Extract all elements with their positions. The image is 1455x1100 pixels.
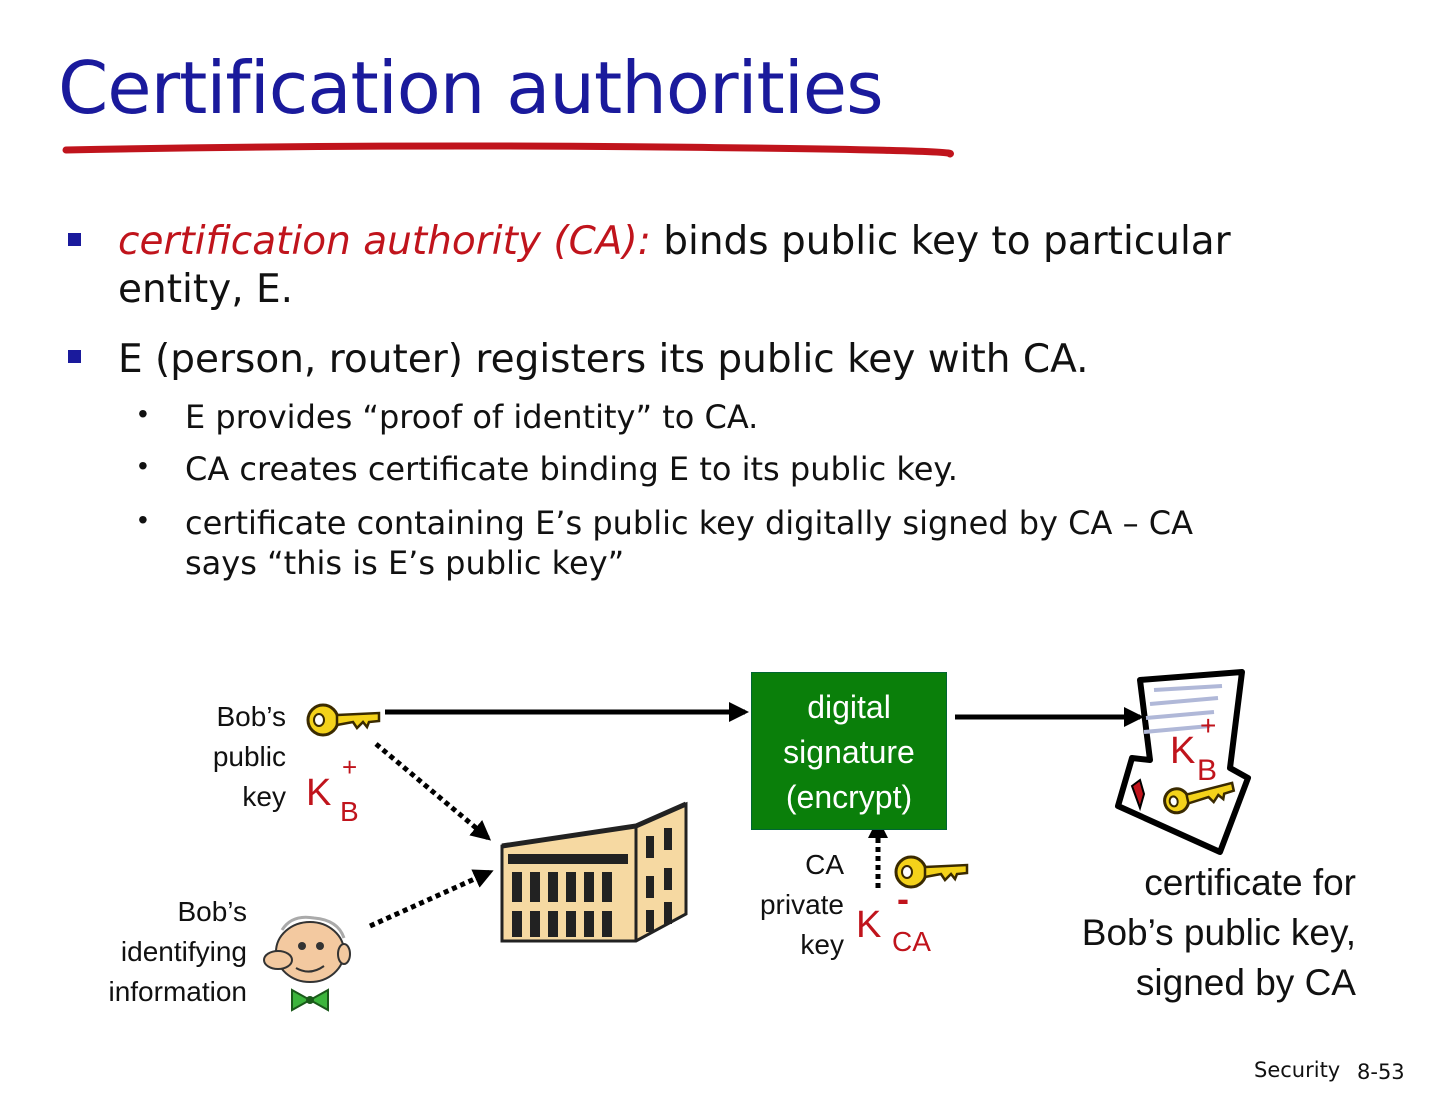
bob-key-icon: [306, 703, 381, 737]
digital-signature-box: digital signature (encrypt): [751, 672, 947, 830]
sub-bullet-dot: •: [138, 504, 148, 535]
ca-building-icon: [500, 801, 688, 943]
bullet-marker: [68, 350, 81, 363]
sub-bullet-signed: certificate containing E’s public key di…: [185, 504, 1193, 582]
kb-subscript: B: [340, 796, 359, 827]
ca-term: certification authority (CA):: [118, 219, 651, 264]
sub-bullet-dot: •: [138, 398, 148, 429]
kca-subscript: CA: [892, 926, 931, 957]
title-underline: [62, 142, 954, 158]
ca-key-icon: [894, 855, 969, 889]
bullet-marker: [68, 233, 81, 246]
bob-identifying-info-label: Bob’s identifying information: [108, 896, 247, 1007]
bob-person-icon: [263, 915, 351, 1012]
certificate-caption: certificate for Bob’s public key, signed…: [1081, 862, 1356, 1003]
sub-bullet-binding: CA creates certificate binding E to its …: [185, 450, 958, 488]
kca-superscript: -: [897, 878, 909, 919]
ca-private-key-label: CA private key: [759, 849, 844, 960]
footer-section: Security: [1254, 1058, 1341, 1082]
kca-symbol: K: [856, 904, 882, 946]
bob-public-key-label: Bob’s public key: [212, 701, 286, 812]
sub-bullet-dot: •: [138, 450, 148, 481]
certificate-icon: [1115, 669, 1251, 855]
cert-kb-superscript: +: [1200, 710, 1217, 741]
slide-title: Certification authorities: [58, 46, 884, 130]
kb-symbol: K: [306, 772, 332, 814]
bullet-registration: E (person, router) registers its public …: [118, 337, 1089, 382]
kb-superscript: +: [342, 752, 358, 782]
sub-bullet-proof: E provides “proof of identity” to CA.: [185, 398, 759, 436]
bullet-ca-definition: certification authority (CA): binds publ…: [118, 219, 1231, 312]
cert-kb-symbol: K: [1170, 730, 1196, 772]
footer-page-number: 8-53: [1357, 1060, 1405, 1084]
cert-kb-subscript: B: [1197, 754, 1218, 787]
